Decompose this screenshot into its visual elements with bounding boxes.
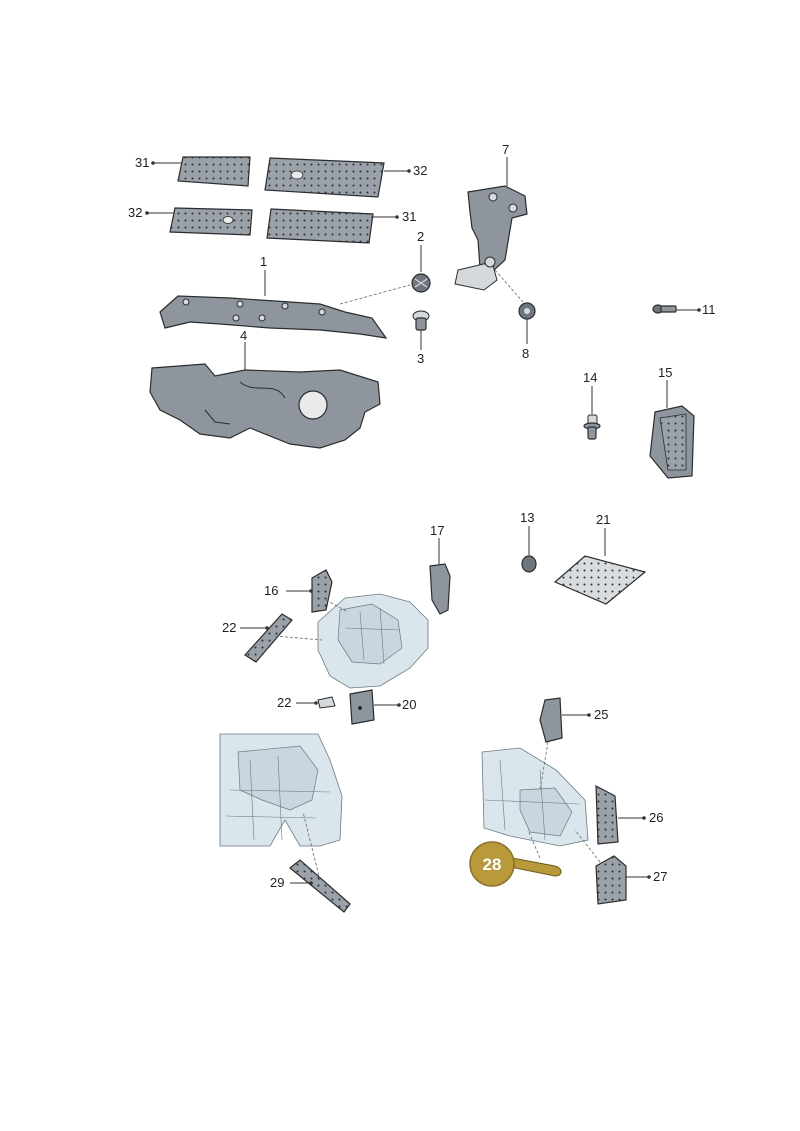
pad-31-bottom bbox=[266, 208, 374, 244]
callout-7: 7 bbox=[502, 142, 509, 157]
part-4-insulation-panel bbox=[149, 363, 381, 449]
part-15-vent-panel bbox=[649, 405, 695, 479]
side-body-shell-view bbox=[219, 733, 343, 847]
callout-29: 29 bbox=[270, 875, 284, 890]
callout-31: 31 bbox=[135, 155, 149, 170]
grommet-icon bbox=[411, 273, 431, 293]
part-21-mat bbox=[553, 555, 647, 605]
callout-31: 31 bbox=[402, 209, 416, 224]
callout-27: 27 bbox=[653, 869, 667, 884]
pad-31-top bbox=[177, 156, 251, 187]
part-29-strip bbox=[289, 859, 351, 913]
callout-25: 25 bbox=[594, 707, 608, 722]
callout-20: 20 bbox=[402, 697, 416, 712]
rear-body-shell-view bbox=[317, 593, 429, 689]
callout-8: 8 bbox=[522, 346, 529, 361]
part-16-pad bbox=[311, 569, 333, 613]
callout-13: 13 bbox=[520, 510, 534, 525]
screw-bolt-icon bbox=[652, 304, 677, 314]
callout-15: 15 bbox=[658, 365, 672, 380]
callout-28-highlight[interactable]: 28 bbox=[469, 841, 515, 887]
callout-22: 22 bbox=[222, 620, 236, 635]
part-1-rail bbox=[159, 295, 388, 339]
pad-32-top bbox=[264, 157, 385, 198]
part-22-small-pad bbox=[317, 696, 336, 709]
grommet-icon bbox=[521, 555, 537, 573]
part-7-bracket bbox=[454, 185, 528, 291]
clip-fastener-icon bbox=[583, 414, 601, 440]
callout-3: 3 bbox=[417, 351, 424, 366]
part-27-panel bbox=[595, 855, 627, 905]
clip-fastener-icon bbox=[412, 310, 430, 331]
callout-17: 17 bbox=[430, 523, 444, 538]
callout-11: 11 bbox=[702, 302, 716, 317]
callout-26: 26 bbox=[649, 810, 663, 825]
part-17-block bbox=[429, 563, 451, 615]
callout-21: 21 bbox=[596, 512, 610, 527]
part-26-panel bbox=[595, 784, 619, 845]
callout-32: 32 bbox=[413, 163, 427, 178]
callout-22: 22 bbox=[277, 695, 291, 710]
part-22-strip bbox=[244, 613, 293, 663]
callout-28: 28 bbox=[483, 855, 502, 874]
callout-32: 32 bbox=[128, 205, 142, 220]
callout-1: 1 bbox=[260, 254, 267, 269]
callout-14: 14 bbox=[583, 370, 597, 385]
rear-corner-body-shell-view bbox=[481, 747, 589, 847]
callout-4: 4 bbox=[240, 328, 247, 343]
callout-2: 2 bbox=[417, 229, 424, 244]
part-25-block bbox=[539, 697, 563, 743]
part-20-pad bbox=[349, 689, 375, 725]
grommet-icon bbox=[518, 302, 536, 320]
pad-32-bottom bbox=[169, 207, 253, 236]
callout-16: 16 bbox=[264, 583, 278, 598]
part-28-strip bbox=[511, 857, 562, 877]
